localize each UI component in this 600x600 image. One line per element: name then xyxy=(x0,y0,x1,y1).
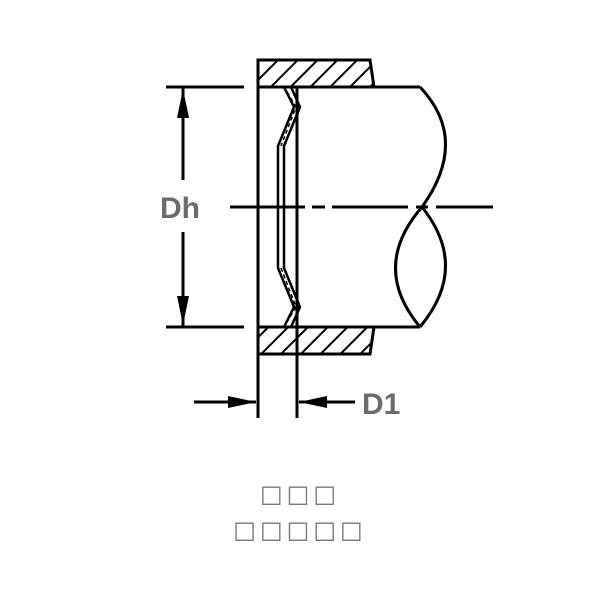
caption-line-2: □□□□□ xyxy=(233,516,367,544)
dh-dimension xyxy=(166,85,244,329)
shaft xyxy=(297,85,447,329)
housing-top xyxy=(256,58,376,89)
caption-line-1: □□□ xyxy=(259,480,341,508)
dh-label: Dh xyxy=(160,192,200,225)
d1-label: D1 xyxy=(362,388,400,421)
housing-bottom xyxy=(256,325,376,356)
d1-dimension xyxy=(194,396,355,408)
